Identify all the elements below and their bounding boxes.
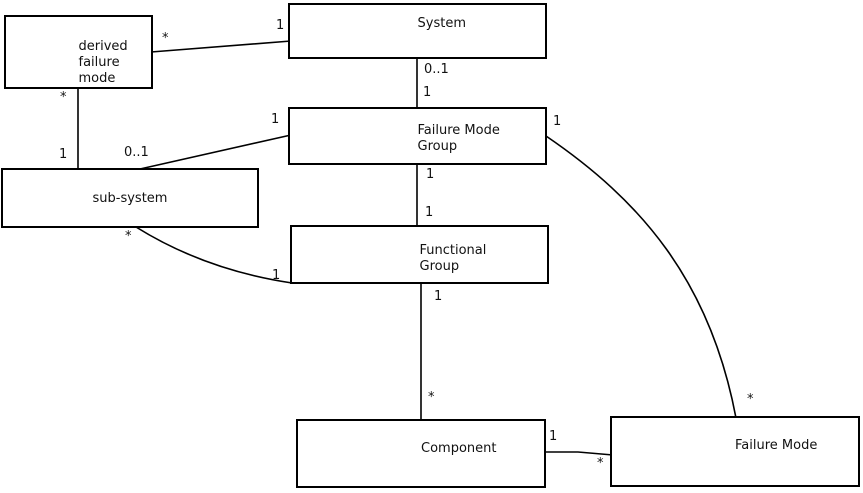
multiplicity-fg-end-of-subsystem-fg: 1 bbox=[272, 268, 281, 283]
node-derived-failure-mode: derived failure mode bbox=[4, 15, 153, 89]
node-system-label: System bbox=[417, 16, 466, 31]
multiplicity-fmg-end-of-fmg-fg: 1 bbox=[426, 167, 435, 182]
node-component: Component bbox=[296, 419, 546, 488]
multiplicity-fm-end-of-component-fm: * bbox=[597, 456, 604, 471]
multiplicity-system-end-of-system-dfm: 1 bbox=[276, 18, 285, 33]
multiplicity-fmg-end-of-fmg-fm: 1 bbox=[553, 114, 562, 129]
multiplicity-system-end-of-system-fmg: 0..1 bbox=[424, 62, 449, 77]
node-failure-mode: Failure Mode bbox=[610, 416, 860, 487]
node-derived-failure-mode-label: derived failure mode bbox=[78, 39, 128, 86]
node-failure-mode-label: Failure Mode bbox=[735, 438, 818, 453]
node-system: System bbox=[288, 3, 547, 59]
edge-failure-mode-group-sub-system bbox=[139, 134, 292, 170]
node-failure-mode-group-label: Failure Mode Group bbox=[417, 123, 500, 154]
multiplicity-component-end-of-fg-component: * bbox=[428, 390, 435, 405]
multiplicity-dfm-end-of-system-dfm: * bbox=[162, 31, 169, 46]
edge-sub-system-functional-group bbox=[135, 226, 293, 284]
multiplicity-component-end-of-component-fm: 1 bbox=[549, 429, 558, 444]
multiplicity-fmg-end-of-system-fmg: 1 bbox=[423, 85, 432, 100]
edge-component-failure-mode bbox=[543, 451, 614, 456]
multiplicity-subsystem-end-of-subsystem-fg: * bbox=[125, 229, 132, 244]
edge-failure-mode-group-failure-mode bbox=[545, 135, 737, 419]
multiplicity-fg-end-of-fmg-fg: 1 bbox=[425, 205, 434, 220]
multiplicity-subsystem-end-of-dfm-subsystem: 1 bbox=[59, 147, 68, 162]
node-functional-group: Functional Group bbox=[290, 225, 549, 284]
node-sub-system-label: sub-system bbox=[92, 191, 168, 206]
node-sub-system: sub-system bbox=[1, 168, 259, 228]
node-component-label: Component bbox=[421, 441, 497, 456]
node-functional-group-label: Functional Group bbox=[419, 243, 487, 274]
multiplicity-fmg-end-of-fmg-subsystem: 1 bbox=[271, 112, 280, 127]
multiplicity-fg-end-of-fg-component: 1 bbox=[434, 289, 443, 304]
multiplicity-subsystem-end-of-fmg-subsystem: 0..1 bbox=[124, 145, 149, 160]
edge-system-derived-failure-mode bbox=[150, 40, 292, 53]
multiplicity-dfm-end-of-dfm-subsystem: * bbox=[60, 90, 67, 105]
node-failure-mode-group: Failure Mode Group bbox=[288, 107, 547, 165]
multiplicity-fm-end-of-fmg-fm: * bbox=[747, 392, 754, 407]
